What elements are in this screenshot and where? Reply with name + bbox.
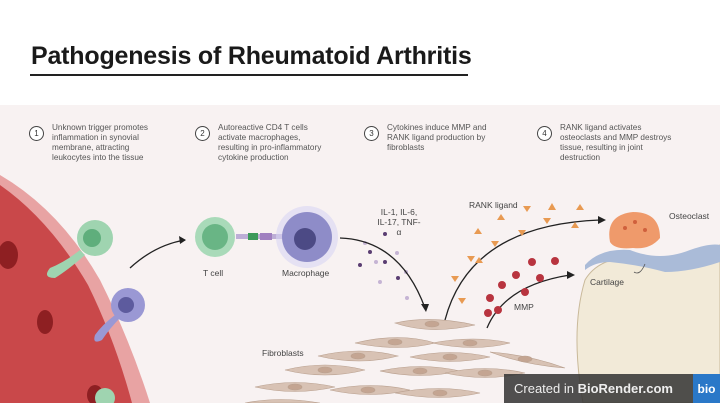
- blood-vessel: [0, 175, 150, 403]
- step-2-number: 2: [195, 126, 210, 141]
- rank-ligand-triangles: [451, 203, 584, 304]
- osteoclast: [609, 212, 660, 249]
- watermark-brand: BioRender.com: [577, 381, 673, 396]
- cartilage: [585, 244, 720, 272]
- step-1-text: Unknown trigger promotes inflammation in…: [52, 123, 149, 162]
- cytokines-label: IL-1, IL-6, IL-17, TNF-α: [377, 207, 421, 237]
- leukocyte-purple: [94, 288, 145, 342]
- step-1-number: 1: [29, 126, 44, 141]
- rank-ligand-label: RANK ligand: [469, 200, 518, 210]
- mmp-molecules: [484, 257, 559, 317]
- page-title: Pathogenesis of Rheumatoid Arthritis: [31, 42, 472, 70]
- macrophage: [276, 206, 338, 268]
- title-underline: [30, 74, 468, 76]
- cartilage-label: Cartilage: [590, 277, 625, 287]
- leukocyte-green-2: [95, 388, 115, 403]
- mmp-label: MMP: [514, 302, 534, 312]
- step-3-number: 3: [364, 126, 379, 141]
- step-3-text: Cytokines induce MMP and RANK ligand pro…: [387, 123, 487, 152]
- watermark-prefix: Created in: [514, 381, 578, 396]
- step-4-number: 4: [537, 126, 552, 141]
- arrow-2: [339, 237, 426, 309]
- biorender-watermark[interactable]: Created in BioRender.com bio: [504, 374, 720, 403]
- arrow-mmp: [486, 274, 571, 329]
- arrow-1: [129, 239, 186, 269]
- arrow-rank: [444, 219, 601, 321]
- step-2-text: Autoreactive CD4 T cells activate macrop…: [218, 123, 322, 162]
- fibroblasts-label: Fibroblasts: [262, 348, 304, 358]
- step-4-text: RANK ligand activates osteoclasts and MM…: [560, 123, 672, 162]
- osteoclast-label: Osteoclast: [669, 211, 710, 221]
- t-cell: [195, 217, 235, 257]
- biorender-logo-icon: bio: [693, 374, 720, 403]
- leukocyte-green: [46, 220, 113, 278]
- t-cell-label: T cell: [203, 268, 224, 278]
- macrophage-label: Macrophage: [282, 268, 330, 278]
